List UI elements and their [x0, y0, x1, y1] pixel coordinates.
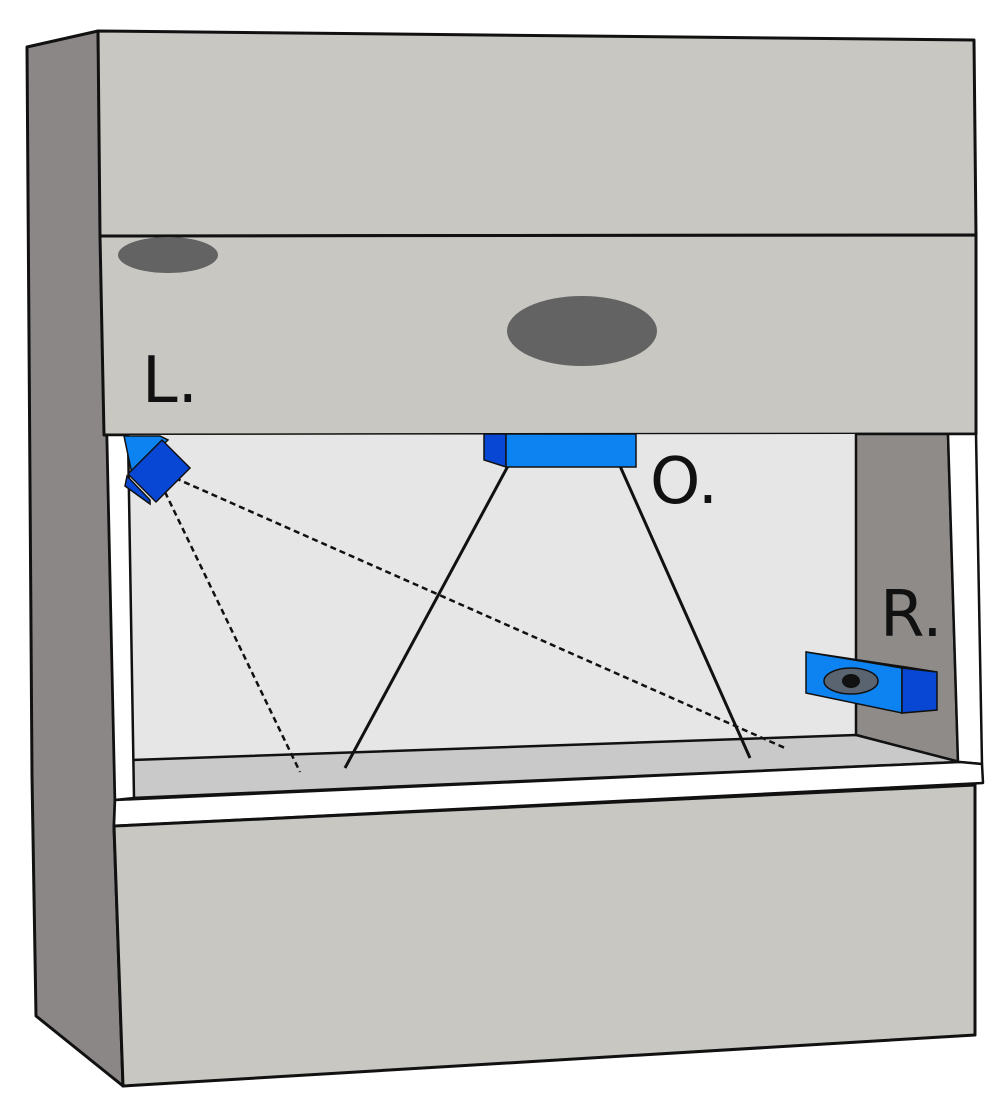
- vent-hole-left: [118, 237, 218, 273]
- work-area-back-wall: [128, 434, 858, 760]
- cabinet: [25, 29, 985, 1088]
- left-camera-side-face: [124, 474, 151, 506]
- left-camera-icon: [123, 435, 192, 506]
- right-camera-lens-center: [842, 674, 860, 688]
- cabinet-base-front: [112, 783, 977, 1088]
- sash-frame-bottom: [112, 760, 985, 828]
- cabinet-top-hood: [96, 29, 978, 238]
- overhead-camera-view-line-2: [618, 465, 752, 759]
- left-camera-view-line-2: [174, 476, 786, 750]
- right-camera-icon: [805, 651, 938, 714]
- vent-hole-center: [507, 296, 657, 366]
- right-camera-label: R.: [880, 578, 943, 652]
- overhead-camera-icon: [483, 433, 637, 469]
- right-camera-side-face: [901, 667, 938, 714]
- left-camera-label: L.: [142, 344, 198, 418]
- camera-view-lines: [163, 465, 786, 773]
- overhead-camera-label: O.: [650, 445, 718, 519]
- overhead-camera-view-line-1: [343, 465, 510, 769]
- left-camera-view-line-1: [163, 491, 302, 773]
- left-camera-front-face: [126, 438, 192, 504]
- overhead-camera-front-face: [505, 433, 637, 468]
